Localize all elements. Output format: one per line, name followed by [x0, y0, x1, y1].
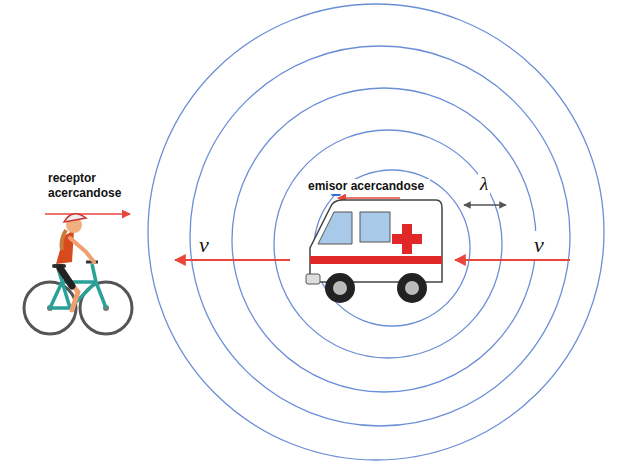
- receptor-label: receptor acercandose: [48, 171, 138, 201]
- wavelength-symbol: λ: [478, 172, 490, 196]
- velocity-symbol: v: [532, 231, 546, 259]
- wave-velocity-arrow: [455, 259, 570, 261]
- emisor-motion-arrow: [338, 197, 400, 199]
- wavelength-arrow: [464, 204, 506, 206]
- wave-velocity-arrow: [175, 259, 290, 261]
- wavefronts: [148, 4, 604, 460]
- ambulance: [306, 188, 442, 303]
- velocity-symbol: v: [197, 231, 211, 259]
- receptor-motion-arrow: [45, 213, 130, 215]
- emisor-label: emisor acercandose: [306, 179, 430, 194]
- cyclist: [24, 214, 132, 334]
